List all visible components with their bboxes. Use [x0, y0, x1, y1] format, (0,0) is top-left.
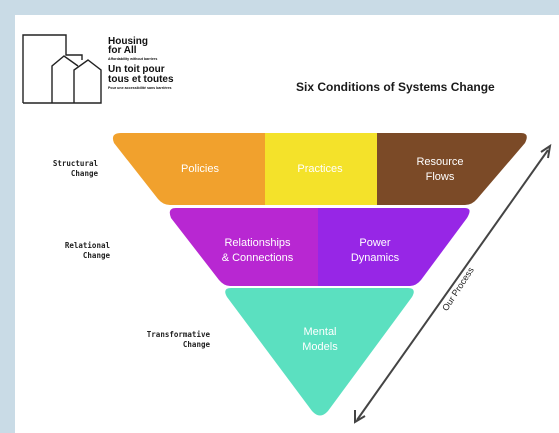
level-label-relational: Relational Change: [64, 241, 110, 260]
logo-line-3: Un toit pour: [108, 64, 165, 75]
segment-label-policies: Policies: [181, 163, 219, 175]
logo-line-4: tous et toutes: [108, 74, 174, 85]
segment-resource-flows: [377, 133, 527, 205]
logo-tagline-fr: Pour une accessibilité sans barrières: [108, 86, 172, 90]
logo-line-2: for All: [108, 45, 137, 56]
segment-label-relationships: Relationships & Connections: [221, 237, 294, 264]
logo-line-1: Housing: [108, 36, 148, 47]
logo-tagline-en: Affordability without barriers: [108, 57, 158, 61]
segment-power-dynamics: [318, 208, 470, 286]
level-label-structural: Structural Change: [52, 159, 98, 178]
segment-relationships: [169, 208, 318, 286]
process-arrow: [354, 143, 552, 424]
segment-practices: [265, 133, 377, 205]
logo-icon: [22, 34, 102, 104]
segment-policies: [112, 133, 265, 205]
segment-label-resource-flows: Resource Flows: [416, 156, 464, 183]
segment-label-power-dynamics: Power Dynamics: [350, 237, 400, 264]
segment-mental-models: [225, 288, 414, 416]
segment-label-practices: Practices: [297, 163, 343, 175]
level-label-transformative: Transformative Change: [146, 330, 210, 349]
segment-label-mental-models: Mental Models: [302, 326, 338, 353]
page-title: Six Conditions of Systems Change: [296, 80, 495, 94]
